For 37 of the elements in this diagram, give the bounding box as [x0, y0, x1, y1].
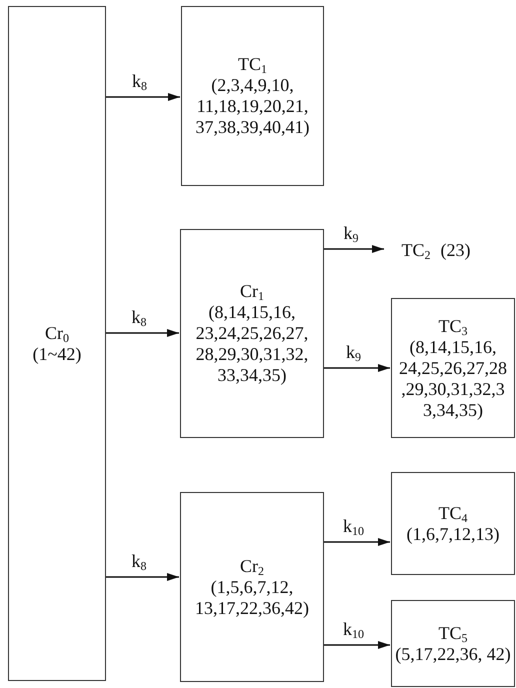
node-text: (1~42) — [32, 344, 82, 364]
edge-label: k$_{8}$ — [132, 71, 147, 91]
arrow — [106, 93, 180, 101]
process-box — [180, 229, 324, 438]
arrow — [324, 245, 384, 253]
node-text: (1,5,6,7,12, 13,17,22,36,42) — [194, 576, 310, 618]
node-title: TC$_{2}$ — [401, 240, 430, 260]
node-title: Cr$_{2}$ — [240, 556, 264, 576]
node-title: TC$_{1}$ — [238, 54, 267, 75]
arrow — [106, 573, 179, 581]
node-text: (2,3,4,9,10, 11,18,19,20,21, 37,38,39,40,41) — [194, 75, 310, 138]
node-text: (1,6,7,12,13) — [406, 524, 500, 544]
node-title: TC$_{3}$ — [438, 316, 468, 336]
process-box — [181, 6, 324, 186]
node-title: Cr$_{1}$ — [240, 281, 264, 302]
node-text: (23) — [440, 240, 470, 260]
node-text: (5,17,22,36, 42) — [395, 644, 511, 664]
process-box — [180, 492, 324, 682]
node-text: (8,14,15,16, 23,24,25,26,27, 28,29,30,31,32, 33,34,35) — [194, 302, 310, 386]
edge-label: k$_{10}$ — [343, 516, 364, 536]
node-title: Cr$_{0}$ — [45, 322, 69, 344]
arrow — [324, 538, 390, 546]
edge-label: k$_{8}$ — [132, 307, 146, 327]
node-text: (8,14,15,16, 24,25,26,27,28 ,29,30,31,32,3 3,34,35) — [398, 336, 508, 420]
edge-label: k$_{10}$ — [343, 619, 364, 639]
process-box — [391, 472, 515, 575]
process-box — [391, 600, 515, 687]
edge-label: k$_{9}$ — [344, 223, 358, 243]
process-box — [391, 298, 515, 438]
arrow — [106, 329, 179, 337]
node-title: TC$_{4}$ — [438, 502, 468, 524]
arrow — [324, 641, 390, 649]
edge-label: k$_{9}$ — [346, 342, 361, 362]
node-title: TC$_{5}$ — [438, 622, 468, 644]
arrow — [324, 364, 390, 372]
edge-label: k$_{8}$ — [132, 551, 146, 571]
block-box — [8, 6, 106, 681]
